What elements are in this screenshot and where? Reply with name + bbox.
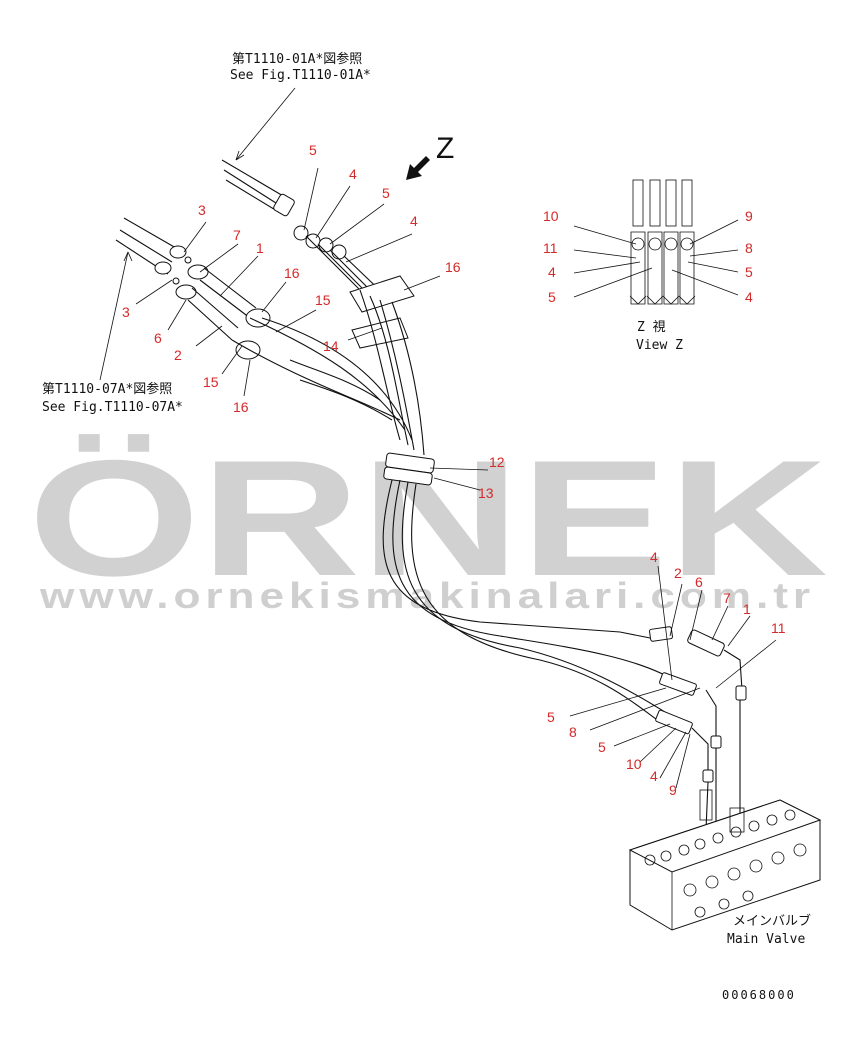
callout-label: 4: [410, 213, 418, 229]
watermark: ÖRNEK www.ornekismakinalari.com.tr: [28, 426, 828, 616]
callouts-lower: 4 2 6 7 1 11 5 8 5 10 4 9: [547, 549, 786, 798]
main-valve: [628, 789, 822, 931]
top-reference-en: See Fig.T1110-01A*: [230, 68, 371, 83]
callout-label: 2: [674, 565, 682, 581]
view-z-label-jp: Z 視: [637, 320, 666, 335]
view-z-label-en: View Z: [636, 338, 683, 353]
reference-leaders: [99, 87, 296, 381]
callout-label: 11: [543, 240, 558, 256]
callout-label: 7: [233, 227, 241, 243]
callout-label: 6: [154, 330, 162, 346]
callout-label: 5: [382, 185, 390, 201]
callout-label: 15: [203, 374, 219, 390]
callout-label: 8: [569, 724, 577, 740]
callout-label: 8: [745, 240, 753, 256]
callout-label: 5: [745, 264, 753, 280]
callout-label: 9: [669, 782, 677, 798]
callout-label: 5: [547, 709, 555, 725]
view-direction-arrow: [406, 156, 430, 180]
callout-label: 3: [198, 202, 206, 218]
callout-label: 12: [489, 454, 505, 470]
callouts-upper: 5 4 5 4 16 3 7 1 16 15 14 3 6 2 15 16: [122, 142, 461, 415]
lower-hose-run: [382, 479, 681, 723]
callout-label: 4: [548, 264, 556, 280]
main-valve-label-en: Main Valve: [727, 932, 805, 947]
callout-leaders: [135, 167, 777, 789]
callout-label: 1: [743, 601, 751, 617]
callout-label: 15: [315, 292, 331, 308]
watermark-brand: ÖRNEK: [28, 426, 828, 610]
view-z-detail: [573, 179, 739, 305]
upper-hose-assembly: [115, 159, 425, 456]
main-valve-label-jp: メインバルブ: [733, 913, 811, 929]
callout-label: 6: [695, 574, 703, 590]
callouts-mid: 12 13: [478, 454, 505, 501]
callout-label: 5: [309, 142, 317, 158]
callout-label: 11: [771, 620, 786, 636]
callout-label: 9: [745, 208, 753, 224]
hose-clamp: [383, 452, 435, 486]
view-letter: Z: [436, 132, 454, 165]
callout-label: 16: [233, 399, 249, 415]
callout-label: 10: [543, 208, 559, 224]
callout-label: 7: [723, 590, 731, 606]
callout-label: 4: [650, 768, 658, 784]
callout-label: 4: [349, 166, 357, 182]
callouts-view-z: 10 11 4 5 9 8 5 4: [543, 208, 753, 305]
lower-fittings: [649, 626, 747, 831]
callout-label: 14: [323, 338, 339, 354]
callout-label: 5: [548, 289, 556, 305]
callout-label: 16: [445, 259, 461, 275]
callout-label: 3: [122, 304, 130, 320]
callout-label: 4: [650, 549, 658, 565]
callout-label: 16: [284, 265, 300, 281]
callout-label: 1: [256, 240, 264, 256]
top-reference-jp: 第T1110-01A*図参照: [232, 51, 362, 67]
callout-label: 4: [745, 289, 753, 305]
left-reference-jp: 第T1110-07A*図参照: [42, 381, 172, 397]
drawing-code: 00068000: [722, 988, 796, 1002]
callout-label: 5: [598, 739, 606, 755]
callout-label: 13: [478, 485, 494, 501]
left-reference-en: See Fig.T1110-07A*: [42, 400, 183, 415]
callout-label: 2: [174, 347, 182, 363]
callout-label: 10: [626, 756, 642, 772]
